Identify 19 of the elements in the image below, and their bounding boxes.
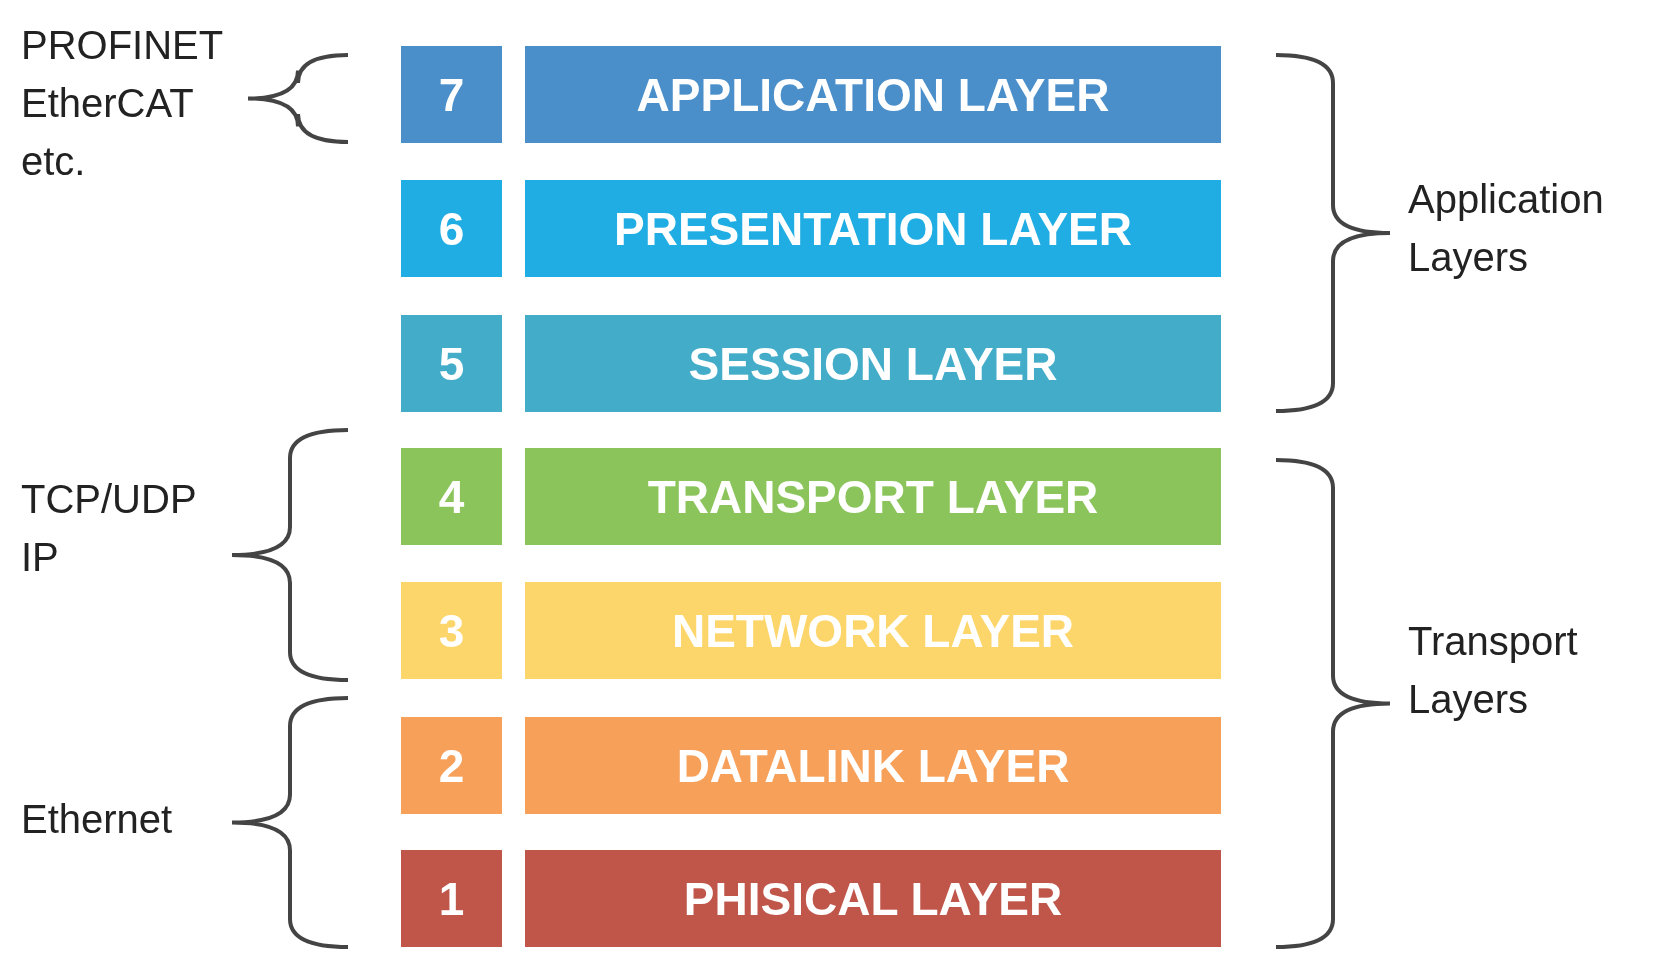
layer-bar: NETWORK LAYER — [525, 582, 1221, 679]
protocol-label: PROFINET EtherCAT etc. — [21, 22, 221, 185]
layer-bar: DATALINK LAYER — [525, 717, 1221, 814]
layer-number-box: 5 — [401, 315, 502, 412]
layer-bar: PHISICAL LAYER — [525, 850, 1221, 947]
group-label: Application Layers — [1408, 176, 1605, 281]
layer-bar: SESSION LAYER — [525, 315, 1221, 412]
layer-number-box: 3 — [401, 582, 502, 679]
layer-bar: APPLICATION LAYER — [525, 46, 1221, 143]
layer-number-box: 4 — [401, 448, 502, 545]
layer-bar: PRESENTATION LAYER — [525, 180, 1221, 277]
layer-number-box: 2 — [401, 717, 502, 814]
protocol-label: TCP/UDP IP — [21, 476, 197, 581]
layer-number-box: 1 — [401, 850, 502, 947]
group-label: Transport Layers — [1408, 618, 1579, 723]
layer-number-box: 7 — [401, 46, 502, 143]
protocol-label: Ethernet — [21, 796, 174, 843]
layer-number-box: 6 — [401, 180, 502, 277]
layer-bar: TRANSPORT LAYER — [525, 448, 1221, 545]
